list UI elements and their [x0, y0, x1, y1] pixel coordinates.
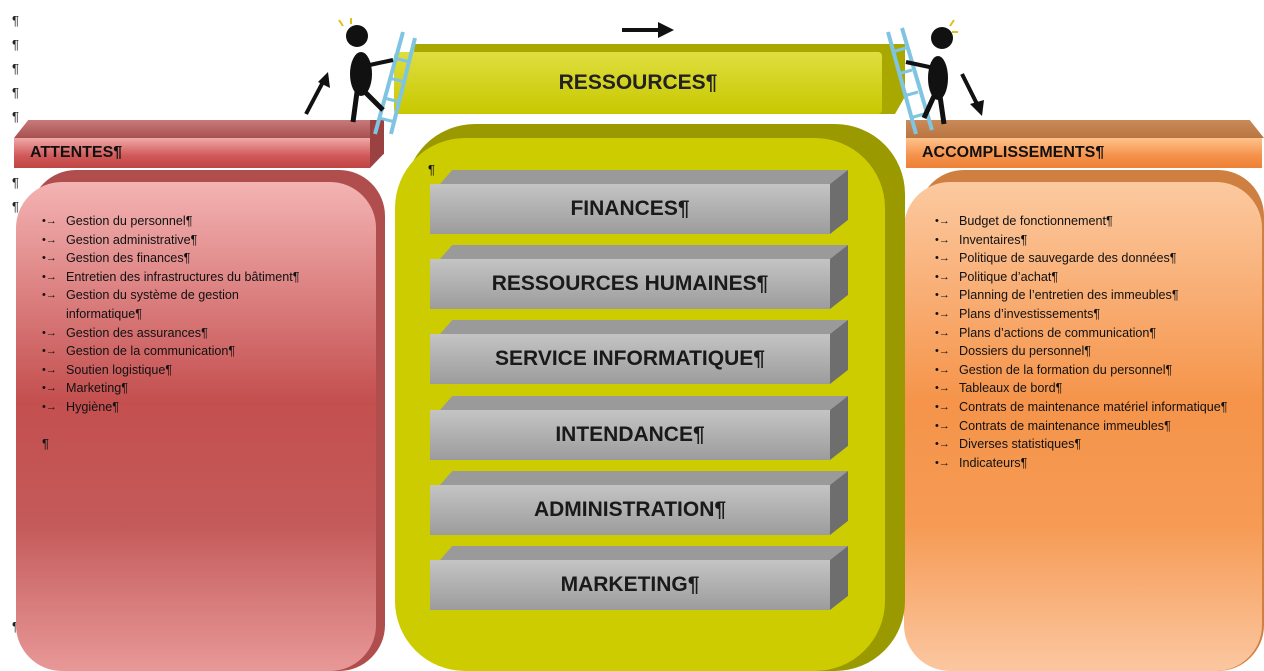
list-item: Plans d’actions de communication¶ — [935, 324, 1235, 343]
list-item: Tableaux de bord¶ — [935, 379, 1235, 398]
dept-service-informatique: SERVICE INFORMATIQUE¶ — [430, 320, 848, 384]
center-pilcrow: ¶ — [428, 162, 435, 177]
list-item: Hygiène¶ — [42, 398, 300, 417]
pilcrow: ¶ — [12, 199, 19, 214]
left-trailing-pilcrow: ¶ — [42, 436, 49, 451]
ressources-bar: RESSOURCES¶ — [394, 52, 882, 114]
accomplissements-header-top — [906, 120, 1264, 138]
left-figure-person-climbing-ladder-icon — [338, 18, 417, 135]
dept-label: FINANCES¶ — [430, 184, 830, 234]
list-item: Plans d’investissements¶ — [935, 305, 1235, 324]
list-item: Entretien des infrastructures du bâtimen… — [42, 268, 300, 287]
dept-label: SERVICE INFORMATIQUE¶ — [430, 334, 830, 384]
attentes-list: Gestion du personnel¶ Gestion administra… — [42, 212, 300, 417]
pilcrow: ¶ — [12, 85, 19, 100]
right-figure-person-climbing-ladder-icon — [886, 19, 958, 135]
list-item: Indicateurs¶ — [935, 454, 1235, 473]
list-item: Gestion du système de gestion informatiq… — [42, 286, 300, 323]
list-item: Contrats de maintenance matériel informa… — [935, 398, 1235, 417]
arrow-right-icon — [622, 22, 674, 38]
list-item: Planning de l’entretien des immeubles¶ — [935, 286, 1235, 305]
dept-label: RESSOURCES HUMAINES¶ — [430, 259, 830, 309]
accomplissements-header: ACCOMPLISSEMENTS¶ — [906, 138, 1262, 168]
list-item: Dossiers du personnel¶ — [935, 342, 1235, 361]
list-item: Budget de fonctionnement¶ — [935, 212, 1235, 231]
pilcrow: ¶ — [12, 37, 19, 52]
arrow-up-right-icon — [304, 72, 330, 115]
pilcrow: ¶ — [12, 13, 19, 28]
dept-label: INTENDANCE¶ — [430, 410, 830, 460]
list-item: Gestion des assurances¶ — [42, 324, 300, 343]
arrow-down-right-icon — [960, 73, 984, 116]
list-item: Soutien logistique¶ — [42, 361, 300, 380]
list-item: Gestion du personnel¶ — [42, 212, 300, 231]
dept-intendance: INTENDANCE¶ — [430, 396, 848, 460]
accomplissements-list: Budget de fonctionnement¶ Inventaires¶ P… — [935, 212, 1235, 472]
list-item: Gestion des finances¶ — [42, 249, 300, 268]
dept-administration: ADMINISTRATION¶ — [430, 471, 848, 535]
list-item: Inventaires¶ — [935, 231, 1235, 250]
pilcrow: ¶ — [12, 620, 19, 634]
list-item: Marketing¶ — [42, 379, 300, 398]
pilcrow: ¶ — [12, 109, 19, 124]
attentes-header-top — [14, 120, 370, 138]
dept-finances: FINANCES¶ — [430, 170, 848, 234]
list-item: Gestion de la communication¶ — [42, 342, 300, 361]
list-item: Politique d’achat¶ — [935, 268, 1235, 287]
pilcrow: ¶ — [12, 61, 19, 76]
list-item: Politique de sauvegarde des données¶ — [935, 249, 1235, 268]
list-item: Gestion administrative¶ — [42, 231, 300, 250]
pilcrow: ¶ — [12, 175, 19, 190]
attentes-header: ATTENTES¶ — [14, 138, 370, 168]
list-item: Gestion de la formation du personnel¶ — [935, 361, 1235, 380]
dept-label: ADMINISTRATION¶ — [430, 485, 830, 535]
list-item: Diverses statistiques¶ — [935, 435, 1235, 454]
list-item: Contrats de maintenance immeubles¶ — [935, 417, 1235, 436]
dept-label: MARKETING¶ — [430, 560, 830, 610]
dept-marketing: MARKETING¶ — [430, 546, 848, 610]
dept-ressources-humaines: RESSOURCES HUMAINES¶ — [430, 245, 848, 309]
